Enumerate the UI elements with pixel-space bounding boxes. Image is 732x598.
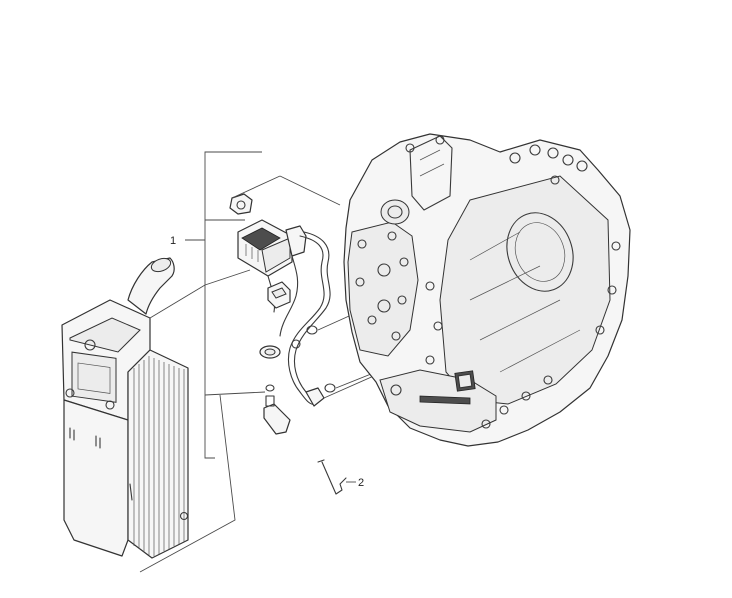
flange-bolts [355, 231, 409, 341]
callout-label-1: 1 [170, 235, 176, 247]
cooler-fins [133, 356, 185, 556]
bracket-clip [317, 459, 356, 495]
callout-label-2: 2 [358, 477, 364, 489]
oil-cooler [61, 257, 189, 559]
callout-1-leader [185, 151, 266, 459]
transmission-housing [343, 133, 631, 447]
wiring-harness [229, 193, 336, 435]
